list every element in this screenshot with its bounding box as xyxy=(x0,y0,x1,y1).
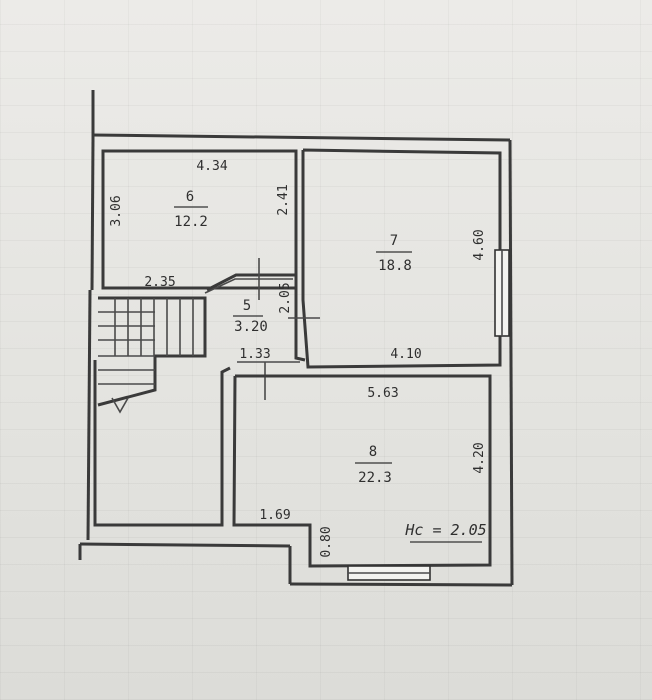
dim-room7-width: 4.10 xyxy=(390,347,421,362)
room-8-number: 8 xyxy=(369,444,377,460)
dim-room7-height: 4.60 xyxy=(472,229,487,260)
dim-room8-height: 4.20 xyxy=(472,442,487,473)
room-5-number: 5 xyxy=(243,298,251,314)
room-6-label: 6 12.2 xyxy=(174,189,208,230)
room-8-label: 8 22.3 xyxy=(355,444,392,486)
staircase xyxy=(97,296,207,414)
window-bottom xyxy=(347,565,431,581)
outer-wall-left xyxy=(90,139,95,291)
outer-walls xyxy=(78,90,514,587)
room-7-number: 7 xyxy=(390,233,398,249)
lower-left-room-outline xyxy=(93,360,231,527)
room-7-outline xyxy=(301,148,502,369)
dim-stair-width: 2.35 xyxy=(144,275,175,290)
room-6-number: 6 xyxy=(186,189,194,205)
outer-wall-left-lower xyxy=(86,289,92,541)
room-8-outline xyxy=(232,374,492,568)
outer-wall-top xyxy=(92,133,511,142)
dim-room6-height-right: 2.41 xyxy=(276,184,291,215)
window-right xyxy=(494,249,510,337)
outer-wall-right xyxy=(508,139,514,586)
room-6-outline xyxy=(101,149,298,290)
dim-room6-width: 4.34 xyxy=(196,159,227,174)
ceiling-height-note: Hc = 2.05 xyxy=(404,521,486,539)
room-6-area: 12.2 xyxy=(174,214,208,230)
outer-wall-bottom xyxy=(289,582,513,587)
outer-wall-bottom-left xyxy=(79,542,291,548)
dim-room5-height: 2.05 xyxy=(278,282,293,313)
dim-bottom-left: 1.69 xyxy=(259,508,290,523)
dim-bottom-step: 0.80 xyxy=(319,526,334,557)
dim-room6-height-left: 3.06 xyxy=(109,195,124,226)
room-8-area: 22.3 xyxy=(358,470,392,486)
room-5-outline xyxy=(204,258,320,400)
room-7-area: 18.8 xyxy=(378,258,412,274)
dim-hall-width: 1.33 xyxy=(239,347,270,362)
stair-arrow-icon xyxy=(111,397,129,414)
room-7-label: 7 18.8 xyxy=(376,233,412,274)
room-5-label: 5 3.20 xyxy=(233,298,268,335)
dim-room8-width: 5.63 xyxy=(367,386,398,401)
room-5-area: 3.20 xyxy=(234,319,268,335)
